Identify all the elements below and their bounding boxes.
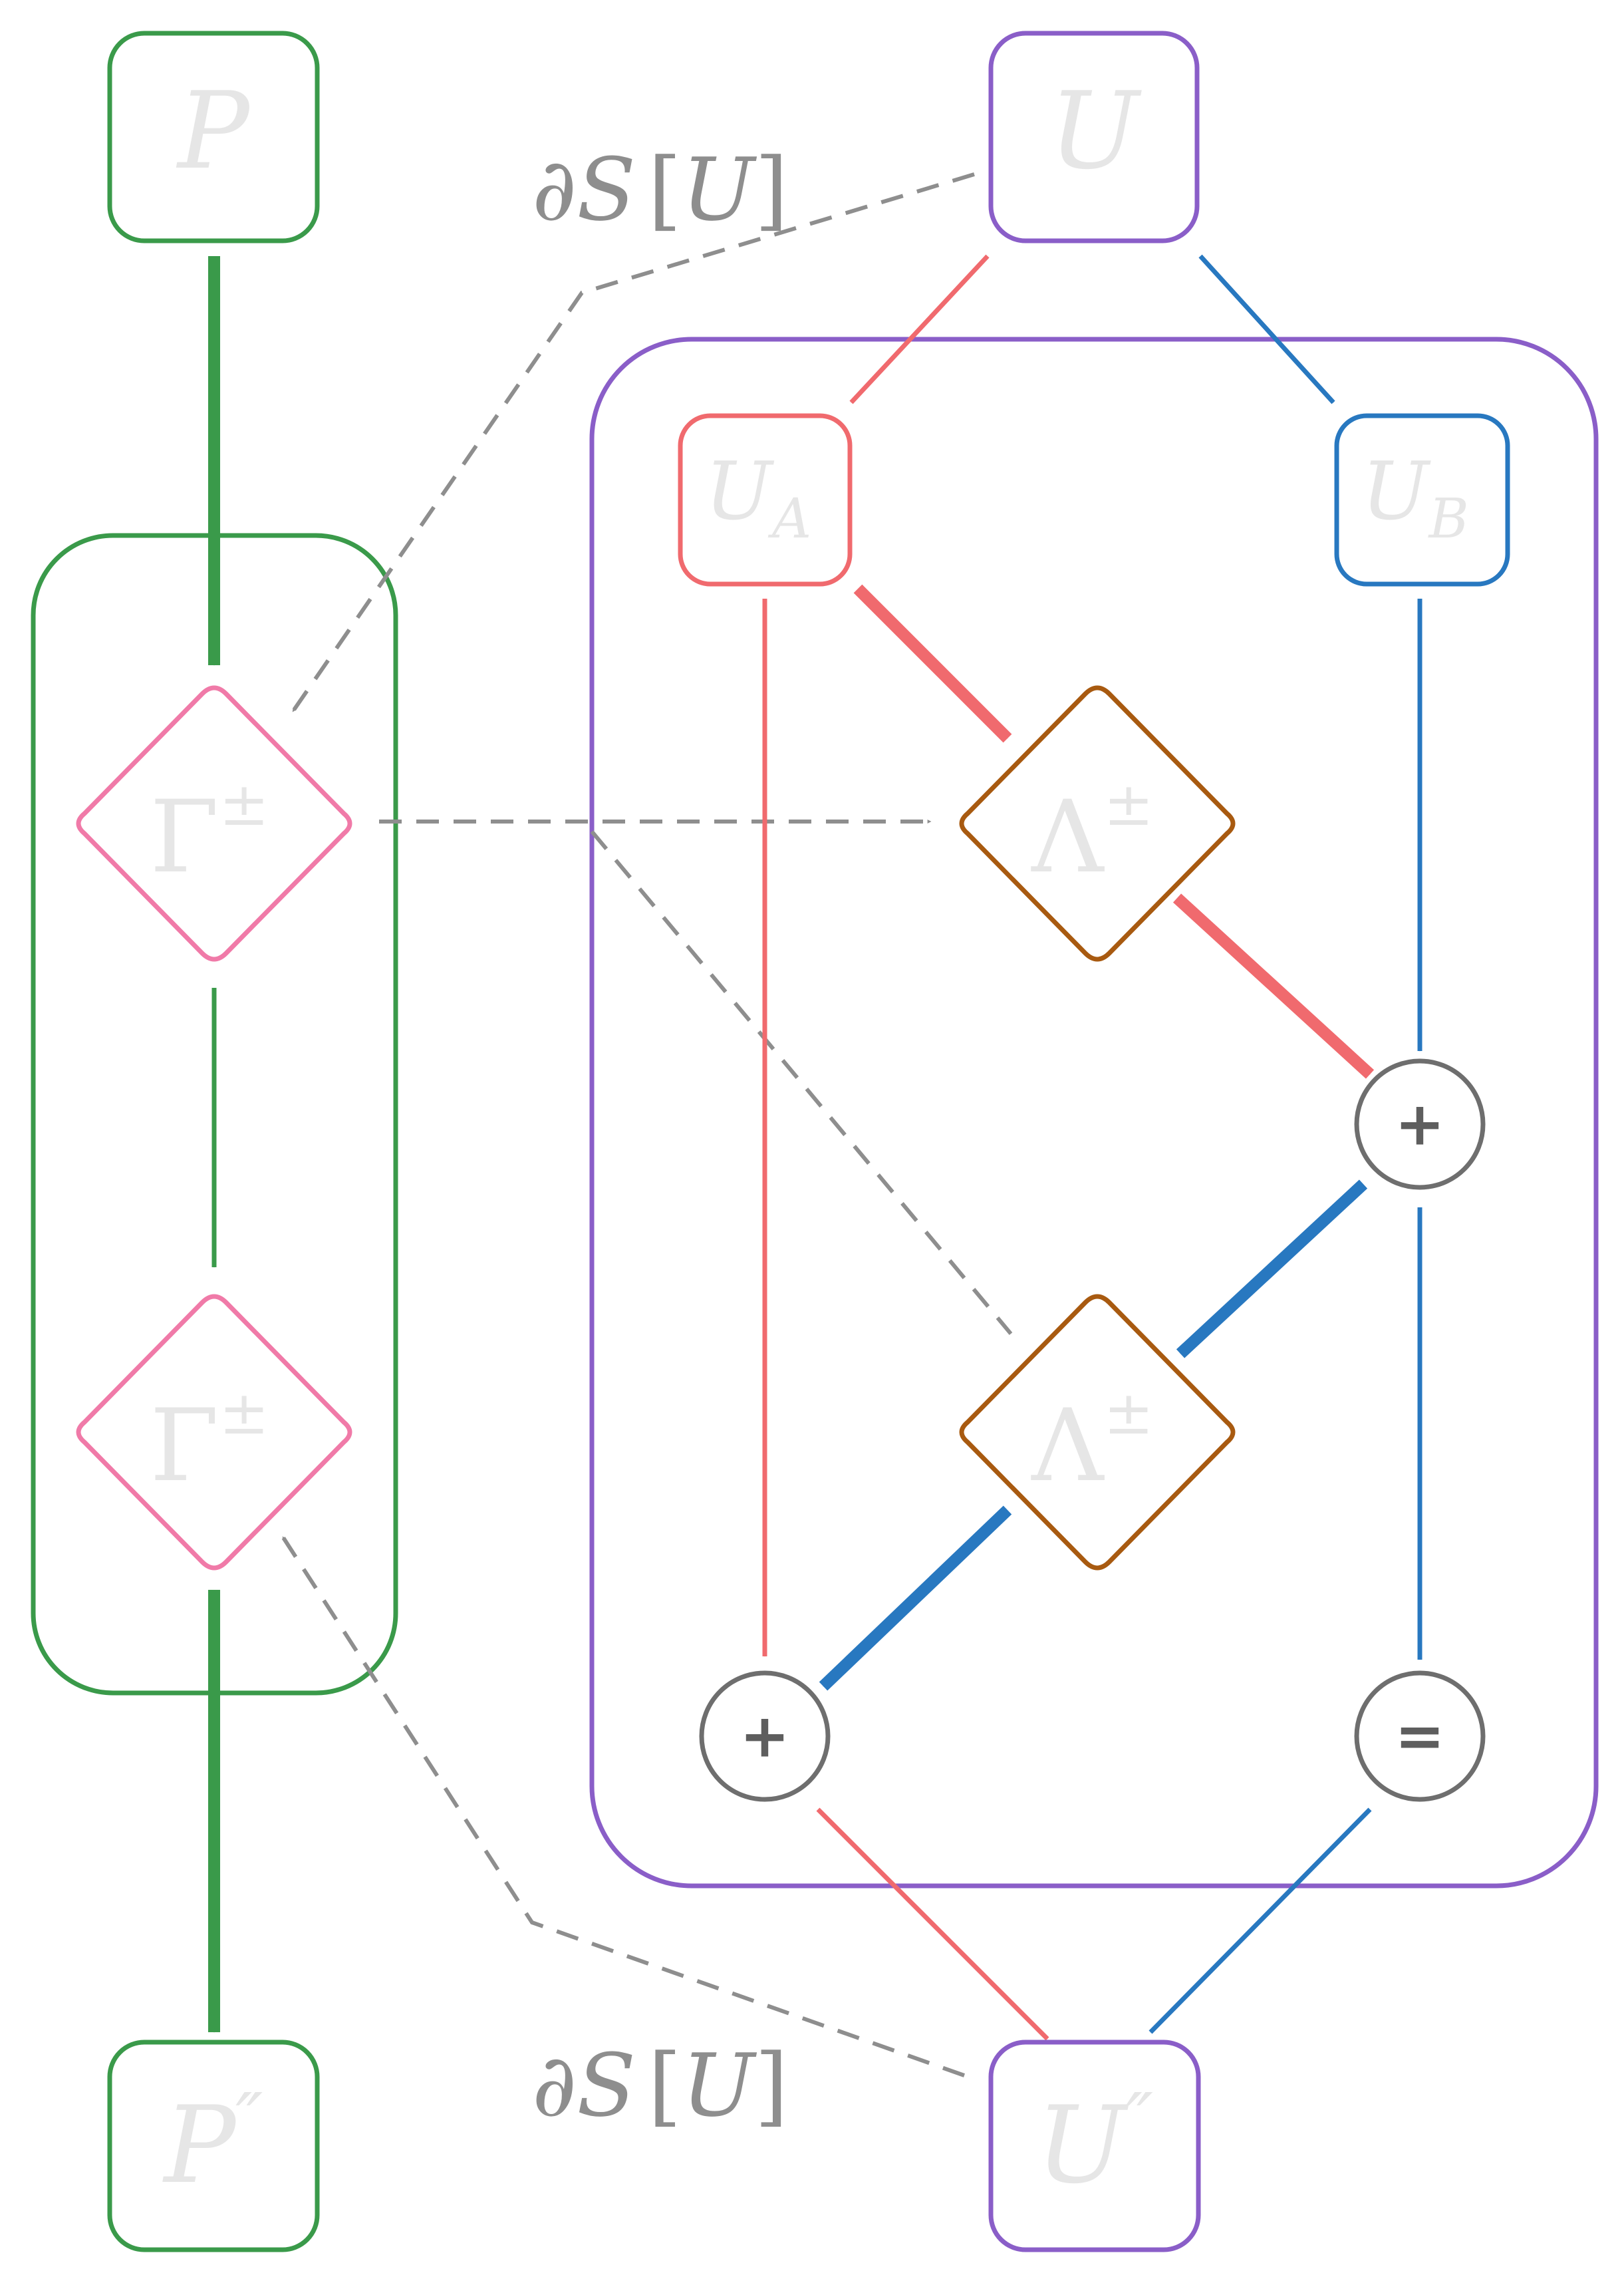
op-add-1-symbol: + [1395,1090,1444,1159]
node-gamma-2-sup: ± [219,1378,269,1448]
annotation-top-rb: ] [755,139,789,240]
node-lambda-1-sup: ± [1103,770,1153,839]
node-u-out-base: U [1036,2083,1129,2207]
svg-text:P: P [176,69,251,193]
annotation-bottom-u: U [682,2035,757,2136]
arrow-lambda-2-to-add-2 [819,1505,1012,1691]
dashed-arrow-uout-to-gamma-2 [281,1535,966,2077]
annotation-top-lb: [ [648,139,682,240]
annotation-bottom-partial: ∂ [532,2035,577,2136]
node-u-b-sub: B [1427,488,1468,551]
arrow-copy-to-uout [1149,1807,1372,2034]
node-lambda-2-base: Λ [1031,1388,1105,1504]
op-add-2-symbol: + [740,1702,789,1771]
node-lambda-1-base: Λ [1031,780,1105,895]
arrow-lambda-1-to-add-1 [1172,893,1375,1079]
svg-text:Λ±: Λ± [1031,1378,1154,1504]
node-p-out: P″ [107,2040,320,2252]
annotation-bottom: ∂S[U] [532,2035,788,2136]
svg-text:UA: UA [705,446,811,551]
annotation-top-partial: ∂ [532,139,577,240]
node-p-out-prime: ″ [235,2077,263,2163]
svg-text:Γ±: Γ± [150,770,269,895]
node-p-label: P [176,69,251,193]
node-lambda-2: Λ± [959,1294,1236,1571]
dashed-arrow-gamma-to-lambda-2 [590,830,1013,1335]
svg-text:UB: UB [1361,446,1468,551]
annotation-bottom-lb: [ [648,2035,682,2136]
arrow-ua-to-lambda-1 [853,584,1012,743]
node-u-a: UA [678,413,853,587]
node-p-out-base: P [162,2083,237,2207]
arrow-add-2-to-uout [816,1807,1049,2041]
node-u-a-base: U [705,446,775,538]
op-add-2: + [699,1670,831,1802]
lambda-group-box [589,337,1599,1889]
node-gamma-1-base: Γ [150,780,219,895]
node-u-out-prime: ″ [1126,2077,1153,2163]
svg-text:Γ±: Γ± [150,1378,269,1504]
node-p: P [107,31,320,243]
node-u-a-sub: A [767,488,811,551]
node-u-out: U″ [988,2040,1201,2252]
node-u-label: U [1049,69,1143,193]
node-lambda-2-sup: ± [1103,1378,1153,1448]
node-u-b: UB [1334,413,1510,587]
op-add-1: + [1354,1058,1486,1190]
arrow-u-to-ub [1198,254,1335,404]
op-copy-symbol: = [1395,1702,1444,1771]
svg-text:Λ±: Λ± [1031,770,1154,895]
node-u: U [988,31,1200,243]
annotation-top: ∂S[U] [532,139,788,240]
annotation-top-s: S [577,139,636,240]
node-gamma-1-sup: ± [219,770,269,839]
svg-text:U″: U″ [1036,2077,1153,2207]
arrow-u-to-ua [849,254,990,404]
annotation-top-u: U [682,139,757,240]
node-gamma-2: Γ± [76,1294,352,1571]
node-gamma-1: Γ± [76,685,352,962]
node-u-b-base: U [1361,446,1431,538]
annotation-bottom-s: S [577,2035,636,2136]
svg-text:U: U [1049,69,1143,193]
op-copy: = [1354,1670,1486,1802]
annotation-bottom-rb: ] [755,2035,789,2136]
svg-text:P″: P″ [162,2077,263,2207]
node-lambda-1: Λ± [959,685,1236,962]
node-gamma-2-base: Γ [150,1388,219,1504]
dashed-arrow-u-to-gamma-1 [291,172,975,713]
arrow-add-1-to-lambda-2 [1176,1179,1368,1358]
